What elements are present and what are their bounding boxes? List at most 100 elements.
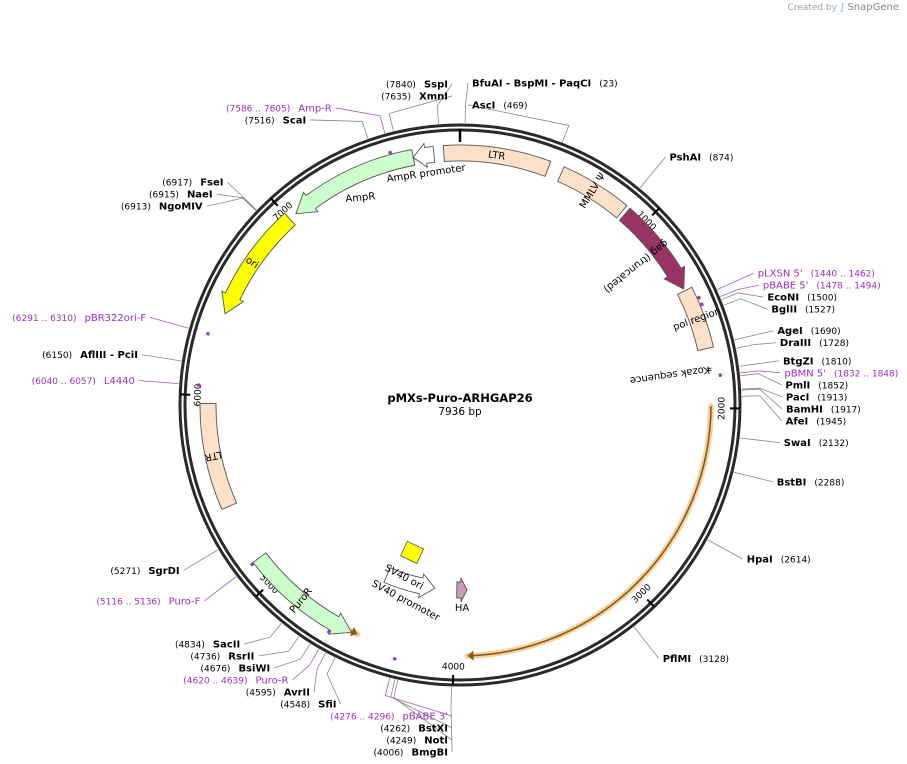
orf-track-0 xyxy=(468,406,711,660)
site-position: (1810) xyxy=(821,357,851,367)
credit-prefix: Created by xyxy=(787,3,837,13)
leader-line xyxy=(184,550,218,571)
site-position: (1917) xyxy=(831,405,861,415)
leader-line xyxy=(142,355,182,361)
site-position: (2132) xyxy=(819,439,849,449)
site-name: BsiWI xyxy=(238,664,270,675)
site-name: BamHI xyxy=(786,404,823,415)
leader-line xyxy=(742,396,782,421)
leader-line xyxy=(274,644,310,668)
site-bsiwi: BsiWI(4676) xyxy=(201,664,271,675)
site-btgzi: BtgZI (1810) xyxy=(783,356,851,367)
site-name: SacII xyxy=(213,640,240,651)
leader-line xyxy=(327,658,340,704)
leader-line xyxy=(742,389,782,409)
site-position: (4249) xyxy=(386,737,416,747)
leader-line xyxy=(640,157,666,188)
site-name: SspI xyxy=(424,79,448,90)
site-position: (874) xyxy=(709,154,733,164)
site-name: pLXSN 5' xyxy=(758,269,803,280)
feature-label: HA xyxy=(455,603,470,614)
site-position: (1945) xyxy=(816,417,846,427)
site-position: (7840) xyxy=(386,80,416,90)
site-position: (5116 .. 5136) xyxy=(96,597,160,607)
tick-label: 2000 xyxy=(717,397,727,420)
leader-line xyxy=(314,653,326,692)
site-name: pBABE 5' xyxy=(763,281,809,292)
site-name: AgeI xyxy=(777,326,802,337)
feature-label: AmpR xyxy=(345,191,376,205)
site-position: (6917) xyxy=(162,179,192,189)
feature-ori: ori xyxy=(222,213,295,314)
site-paci: PacI(1913) xyxy=(786,392,847,403)
site-name: pBR322ori-F xyxy=(85,313,147,324)
site-position: (1728) xyxy=(819,339,849,349)
site-name: SgrDI xyxy=(148,566,179,577)
site-avrii: AvrII(4595) xyxy=(246,688,310,699)
plasmid-name: pMXs-Puro-ARHGAP26 xyxy=(387,391,532,405)
site-pflmi: PflMI(3128) xyxy=(663,654,729,665)
site-draiii: DraIII(1728) xyxy=(780,338,849,349)
site-bfuai-bspmi-paqci: BfuAI - BspMI - PaqCI(23) xyxy=(472,79,618,90)
site-position: (4620 .. 4639) xyxy=(183,677,247,687)
site-name: BtgZI xyxy=(783,356,814,367)
site-name: BfuAI - BspMI - PaqCI xyxy=(472,79,591,90)
site-position: (1478 .. 1494) xyxy=(816,282,880,292)
site-position: (4276 .. 4296) xyxy=(330,713,394,723)
site-position: (4006) xyxy=(374,749,404,759)
leader-line xyxy=(724,299,768,309)
site-position: (4548) xyxy=(280,701,310,711)
site-name: NotI xyxy=(424,736,448,747)
leader-line xyxy=(734,472,773,482)
site-econi: EcoNI(1500) xyxy=(767,293,837,304)
feature-pol-region: pol region xyxy=(672,287,723,350)
primer-mark xyxy=(701,303,702,306)
site-bstbi: BstBI (2288) xyxy=(777,477,845,488)
leader-line xyxy=(740,371,780,373)
site-name: NgoMIV xyxy=(159,202,203,213)
site-name: PacI xyxy=(786,392,809,403)
site-name: AfeI xyxy=(786,416,809,427)
site-name: pBABE 3' xyxy=(402,712,448,723)
site-name: BstBI xyxy=(777,477,807,488)
leader-line xyxy=(207,198,256,210)
leader-line xyxy=(740,374,781,385)
site-rsrii: RsrII(4736) xyxy=(190,652,254,663)
site-name: HpaI xyxy=(747,555,773,566)
site-bmgbi: BmgBI(4006) xyxy=(374,748,448,759)
backbone-outer-ring xyxy=(180,125,740,685)
site-sfii: SfiI (4548) xyxy=(280,700,336,711)
primer-mark xyxy=(393,658,396,659)
primer-pbr322ori-f: pBR322ori-F(6291 .. 6310) xyxy=(12,313,208,335)
site-position: (4262) xyxy=(380,725,410,735)
site-name: RsrII xyxy=(228,652,254,663)
site-position: (5271) xyxy=(110,567,140,577)
site-name: SfiI xyxy=(318,700,336,711)
site-name: Amp-R xyxy=(298,103,332,114)
site-xmni: XmnI(7635) xyxy=(381,91,448,102)
site-position: (2288) xyxy=(814,478,844,488)
tick-label: 4000 xyxy=(442,662,465,673)
leader-line xyxy=(204,577,236,601)
feature-kozak-sequence: Kozak sequence xyxy=(629,363,712,385)
site-name: AflIII - PciI xyxy=(80,350,138,361)
leader-line xyxy=(451,687,452,752)
feature-shape xyxy=(457,578,467,602)
site-afliii-pcii: AflIII - PciI(6150) xyxy=(42,350,138,361)
site-name: Puro-F xyxy=(169,596,201,607)
site-noti: NotI (4249) xyxy=(386,736,448,747)
site-name: pBMN 5' xyxy=(784,368,826,379)
site-agei: AgeI(1690) xyxy=(777,326,840,337)
primer-pbmn-5: pBMN 5'(1832 .. 1848) xyxy=(720,368,898,379)
primer-pbabe-3: pBABE 3' (4276 .. 4296) xyxy=(330,658,448,722)
site-sacii: SacII(4834) xyxy=(175,640,240,651)
site-name: PmlI xyxy=(785,380,810,391)
site-asci: AscI(469) xyxy=(472,100,528,111)
leader-line xyxy=(292,649,318,680)
feature-label: Kozak sequence xyxy=(629,363,710,385)
leader-line xyxy=(734,331,773,340)
leader-line xyxy=(217,194,257,210)
tick-2000: 2000 xyxy=(717,397,740,420)
site-name: SwaI xyxy=(784,438,811,449)
leader-line xyxy=(708,540,743,559)
